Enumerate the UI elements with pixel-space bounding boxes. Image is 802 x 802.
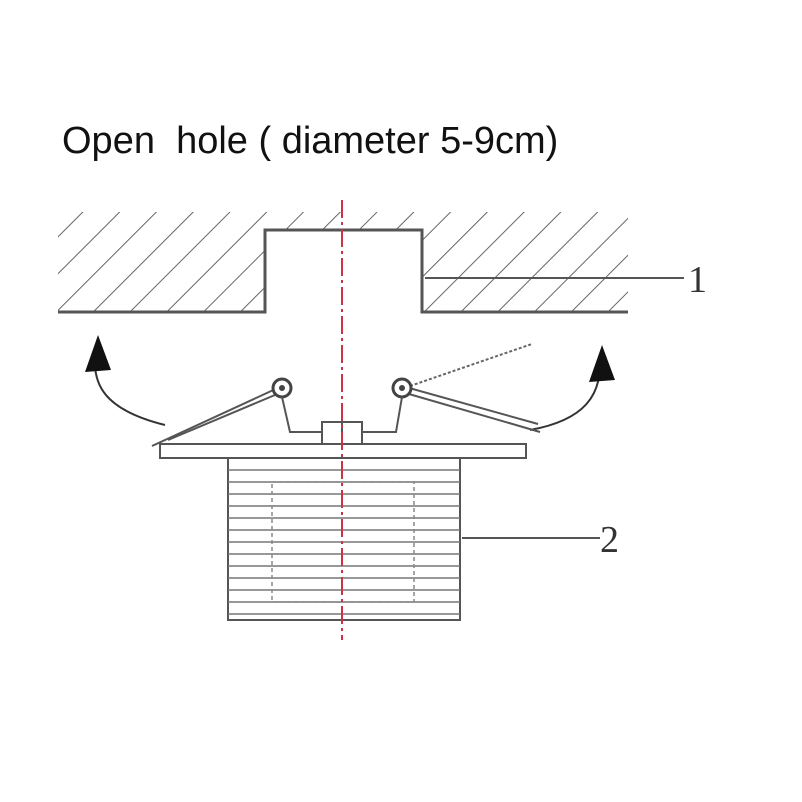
label-ceiling: 1 <box>688 259 707 301</box>
right-spring-clip <box>391 343 541 433</box>
left-arrow-icon <box>85 335 166 426</box>
right-arrow-icon <box>529 345 615 431</box>
label-fixture: 2 <box>600 519 619 561</box>
left-spring-clip <box>151 377 293 447</box>
diagram-title: Open hole ( diameter 5-9cm) <box>62 120 559 162</box>
heatsink-body <box>227 457 461 621</box>
heatsink-fins <box>228 469 460 615</box>
ceiling-hole-outline <box>58 228 628 314</box>
